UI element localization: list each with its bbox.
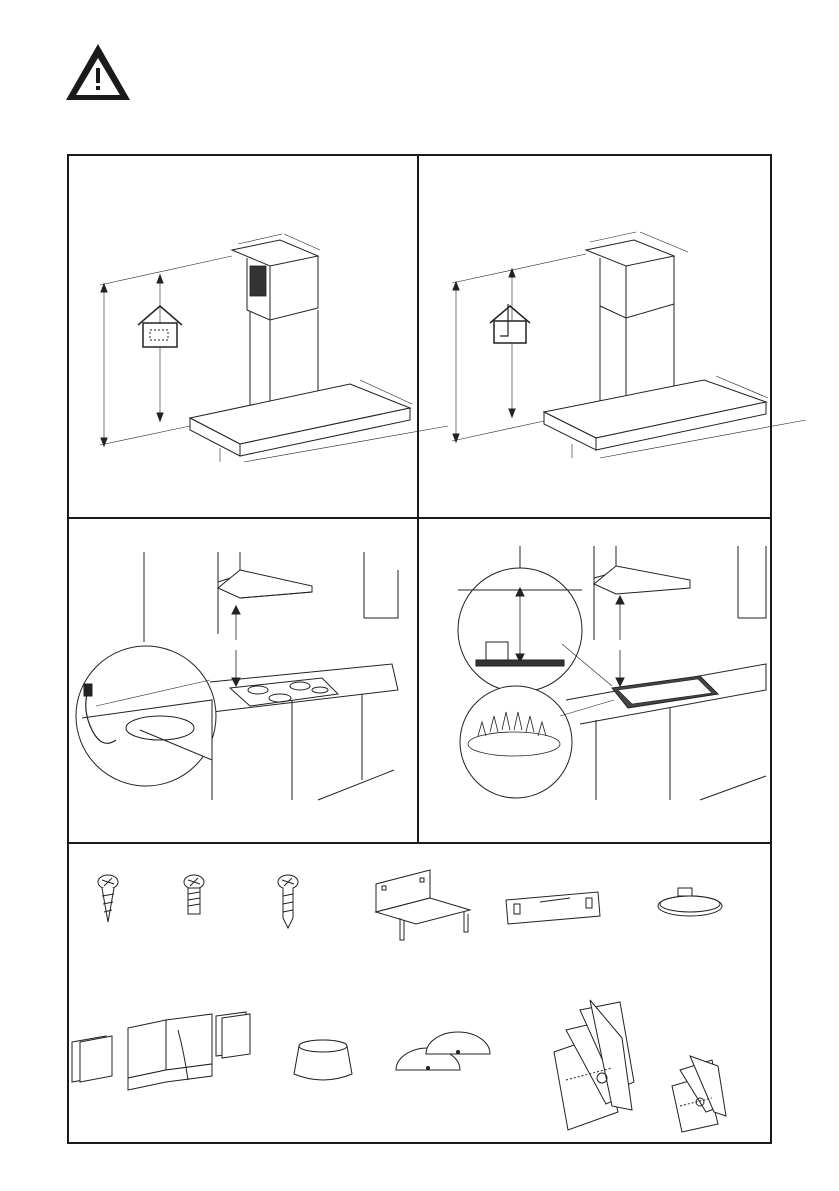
panel-recirculation	[100, 234, 448, 462]
round-adapter-icon	[294, 1040, 352, 1080]
countersunk-screw-icon	[98, 875, 118, 922]
pan-head-screw-icon	[184, 875, 204, 914]
fixing-plate-icon	[506, 892, 600, 924]
mounting-bracket-icon	[376, 870, 470, 940]
grille	[250, 266, 266, 296]
instruction-manual-icon	[554, 1000, 634, 1130]
anti-backflow-flaps-icon	[396, 1032, 490, 1070]
panel-extraction	[452, 232, 806, 458]
wood-screw-icon	[278, 875, 298, 928]
panel-electric-hob	[76, 552, 398, 800]
instruction-booklet-icon	[672, 1056, 726, 1132]
panel-frame	[68, 155, 771, 1143]
house-extraction-icon	[490, 304, 530, 343]
accessories	[72, 870, 726, 1132]
hose-clamp-icon	[658, 888, 722, 916]
duct-connectors-icon	[72, 1012, 250, 1090]
panel-gas-hob	[458, 546, 766, 800]
